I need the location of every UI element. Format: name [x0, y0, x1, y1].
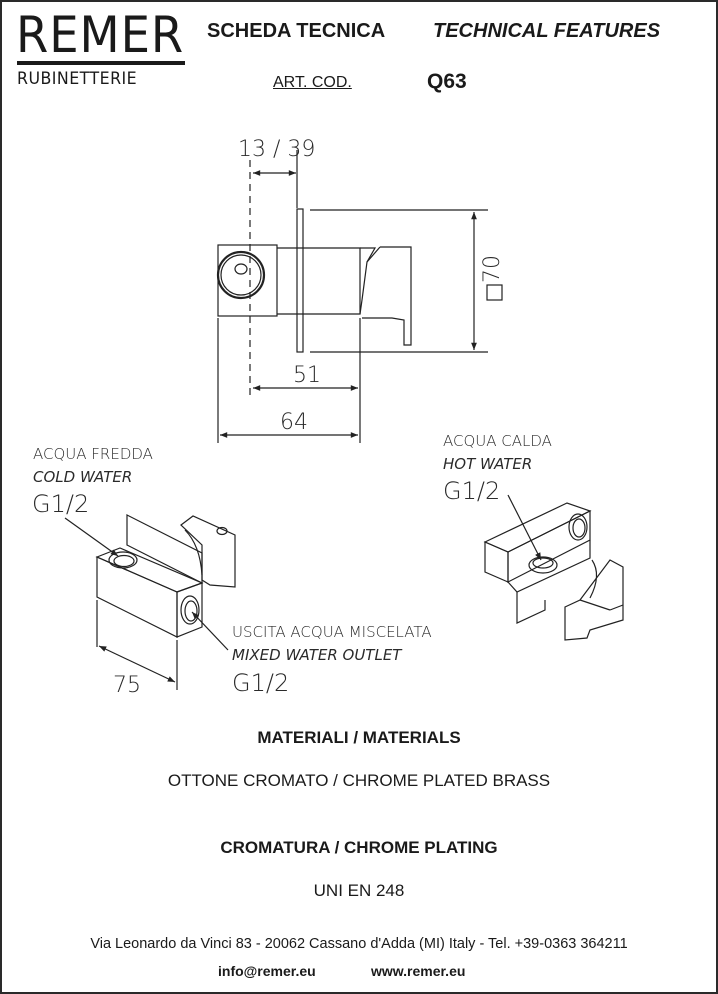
- iso-view-cold: [64, 514, 236, 690]
- article-code-value: Q63: [427, 70, 467, 93]
- dim-51-label: 51: [293, 363, 321, 388]
- brand-logo: REMER: [16, 6, 185, 64]
- logo-divider: [17, 61, 185, 65]
- email-link[interactable]: info@remer.eu: [218, 963, 316, 979]
- company-address: Via Leonardo da Vinci 83 - 20062 Cassano…: [90, 936, 628, 952]
- hot-water-label-en: HOT WATER: [443, 455, 533, 473]
- website-link[interactable]: www.remer.eu: [371, 963, 466, 979]
- hot-water-label-it: ACQUA CALDA: [443, 432, 552, 450]
- cold-water-thread: G1/2: [32, 490, 90, 518]
- iso-view-hot: [483, 494, 624, 641]
- outlet-label-en: MIXED WATER OUTLET: [232, 646, 402, 664]
- dim-75-label: 75: [113, 673, 141, 698]
- hot-water-thread: G1/2: [443, 477, 501, 505]
- dim-depth-label: 13 / 39: [238, 137, 316, 162]
- cold-water-label-en: COLD WATER: [33, 468, 133, 486]
- dim-square-label: 70: [480, 255, 505, 283]
- brand-subtitle: RUBINETTERIE: [17, 69, 138, 89]
- title-english: TECHNICAL FEATURES: [433, 20, 661, 42]
- materials-value: OTTONE CROMATO / CHROME PLATED BRASS: [167, 771, 551, 790]
- side-view: [216, 150, 503, 443]
- outlet-thread: G1/2: [232, 669, 290, 697]
- plating-value: UNI EN 248: [313, 881, 405, 900]
- article-code-label: ART. COD.: [273, 74, 352, 91]
- dim-64-label: 64: [280, 410, 308, 435]
- materials-heading: MATERIALI / MATERIALS: [257, 728, 461, 747]
- outlet-label-it: USCITA ACQUA MISCELATA: [232, 623, 432, 641]
- title-italian: SCHEDA TECNICA: [207, 20, 386, 42]
- plating-heading: CROMATURA / CHROME PLATING: [220, 838, 498, 857]
- cold-water-label-it: ACQUA FREDDA: [33, 445, 153, 463]
